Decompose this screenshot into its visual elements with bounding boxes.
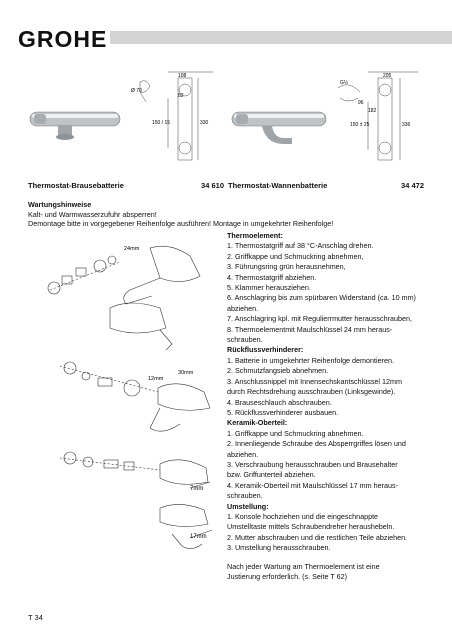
header-bar — [110, 31, 452, 44]
product-caption-brausebatterie: Thermostat-Brausebatterie 34 610 — [28, 181, 224, 190]
instruction-line: schrauben. — [227, 335, 263, 345]
instruction-line: 8. Thermoelementmit Maulschlüssel 24 mm … — [227, 324, 393, 334]
instruction-line: 5. Rückflussverhinderer ausbauen. — [227, 407, 339, 417]
maintenance-notes: Wartungshinweise Kalt- und Warmwasserzuf… — [28, 200, 428, 229]
svg-text:82: 82 — [178, 93, 184, 99]
instructions: Thermoelement: 1. Thermostatgriff auf 38… — [227, 231, 439, 582]
svg-text:96: 96 — [358, 100, 364, 106]
svg-text:150 ± 25: 150 ± 25 — [350, 122, 370, 128]
instruction-line: 3. Verschraubung herausschrauben und Bra… — [227, 459, 398, 469]
page-number: T 34 — [28, 613, 43, 622]
instruction-line: 6. Anschlagring bis zum spürbaren Widers… — [227, 293, 416, 303]
svg-text:205: 205 — [383, 73, 392, 79]
maintenance-heading: Wartungshinweise — [28, 200, 92, 209]
svg-text:336: 336 — [402, 122, 411, 128]
section-heading-rueckfluss: Rückflussverhinderer: — [227, 345, 304, 355]
instruction-line: Umstelltaste mittels Schraubendreher her… — [227, 522, 395, 532]
exploded-diagram: 24mm 12mm 30mm 7mm 17mm — [47, 245, 213, 549]
instruction-line: abziehen. — [227, 303, 259, 313]
instruction-line: 1. Batterie in umgekehrter Reihenfolge d… — [227, 355, 395, 365]
instruction-line: 2. Mutter abschrauben und die restlichen… — [227, 532, 408, 542]
instruction-line: 2. Innenliegende Schraube des Absperrgri… — [227, 439, 406, 449]
product-image-wannenbatterie: 205 96 182 G½ 150 ± 25 336 — [231, 71, 418, 161]
product-number: 34 472 — [401, 181, 424, 190]
instruction-line: 1. Griffkappe und Schmuckring abnehmen. — [227, 428, 364, 438]
svg-text:G½: G½ — [340, 79, 349, 86]
section-heading-thermoelement: Thermoelement: — [227, 231, 283, 240]
svg-text:150 / 15: 150 / 15 — [152, 120, 170, 126]
grohe-logo: GROHE — [18, 26, 108, 52]
instruction-line: 2. Griffkappe und Schmuckring abnehmen, — [227, 251, 364, 261]
instruction-line: 3. Führungsring grün herausnehmen, — [227, 262, 346, 272]
instruction-line: durch Rechtsdrehung ausschrauben (Linksg… — [227, 387, 396, 397]
instruction-line: 5. Klammer herausziehen. — [227, 283, 311, 293]
instruction-line: 1. Konsole hochziehen und die eingeschna… — [227, 511, 379, 521]
dim-label: 108 — [178, 73, 187, 79]
svg-text:330: 330 — [200, 120, 209, 126]
footer-note-line: Justierung erforderlich. (s. Seite T 62) — [227, 572, 347, 581]
maintenance-line: Demontage bitte in vorgegebener Reihenfo… — [28, 219, 334, 229]
wrench-label: 12mm — [148, 376, 164, 382]
product-caption-wannenbatterie: Thermostat-Wannenbatterie 34 472 — [228, 181, 424, 190]
instruction-line: 2. Schmutzfangsieb abnehmen. — [227, 366, 329, 376]
wrench-label: 24mm — [124, 246, 140, 252]
product-title: Thermostat-Brausebatterie — [28, 181, 124, 190]
instruction-line: 3. Anschlussnippel mit Innensechskantsch… — [227, 376, 402, 386]
instruction-line: 4. Brauseschlauch abschrauben. — [227, 397, 332, 407]
instruction-line: abziehen. — [227, 449, 259, 459]
svg-text:182: 182 — [368, 108, 377, 114]
wrench-label: 17mm — [190, 534, 207, 540]
instruction-line: schrauben. — [227, 491, 263, 501]
product-image-brausebatterie: 108 82 Ø 70 150 / 15 330 — [29, 71, 213, 161]
instruction-line: 4. Thermostatgriff abziehen. — [227, 272, 317, 282]
maintenance-line: Kalt- und Warmwasserzufuhr absperren! — [28, 209, 157, 219]
instruction-line: 4. Keramik-Oberteil mit Maulschlüssel 17… — [227, 480, 398, 490]
product-number: 34 610 — [201, 181, 224, 190]
footer-note-line: Nach jeder Wartung am Thermoelement ist … — [227, 561, 380, 571]
svg-text:Ø 70: Ø 70 — [131, 88, 142, 94]
wrench-label: 7mm — [190, 486, 203, 492]
product-title: Thermostat-Wannenbatterie — [228, 181, 328, 190]
instruction-line: 7. Anschlagring kpl. mit Regulierrmutter… — [227, 314, 412, 324]
instruction-line: bzw. Griffunterteil abziehen. — [227, 470, 316, 480]
instruction-line: 1. Thermostatgriff auf 38 °C-Anschlag dr… — [227, 241, 374, 251]
wrench-label: 30mm — [178, 370, 194, 376]
section-heading-keramik: Keramik-Oberteil: — [227, 418, 288, 428]
instruction-line: 3. Umstellung herausschrauben. — [227, 543, 331, 553]
section-heading-umstellung: Umstellung: — [227, 501, 269, 511]
